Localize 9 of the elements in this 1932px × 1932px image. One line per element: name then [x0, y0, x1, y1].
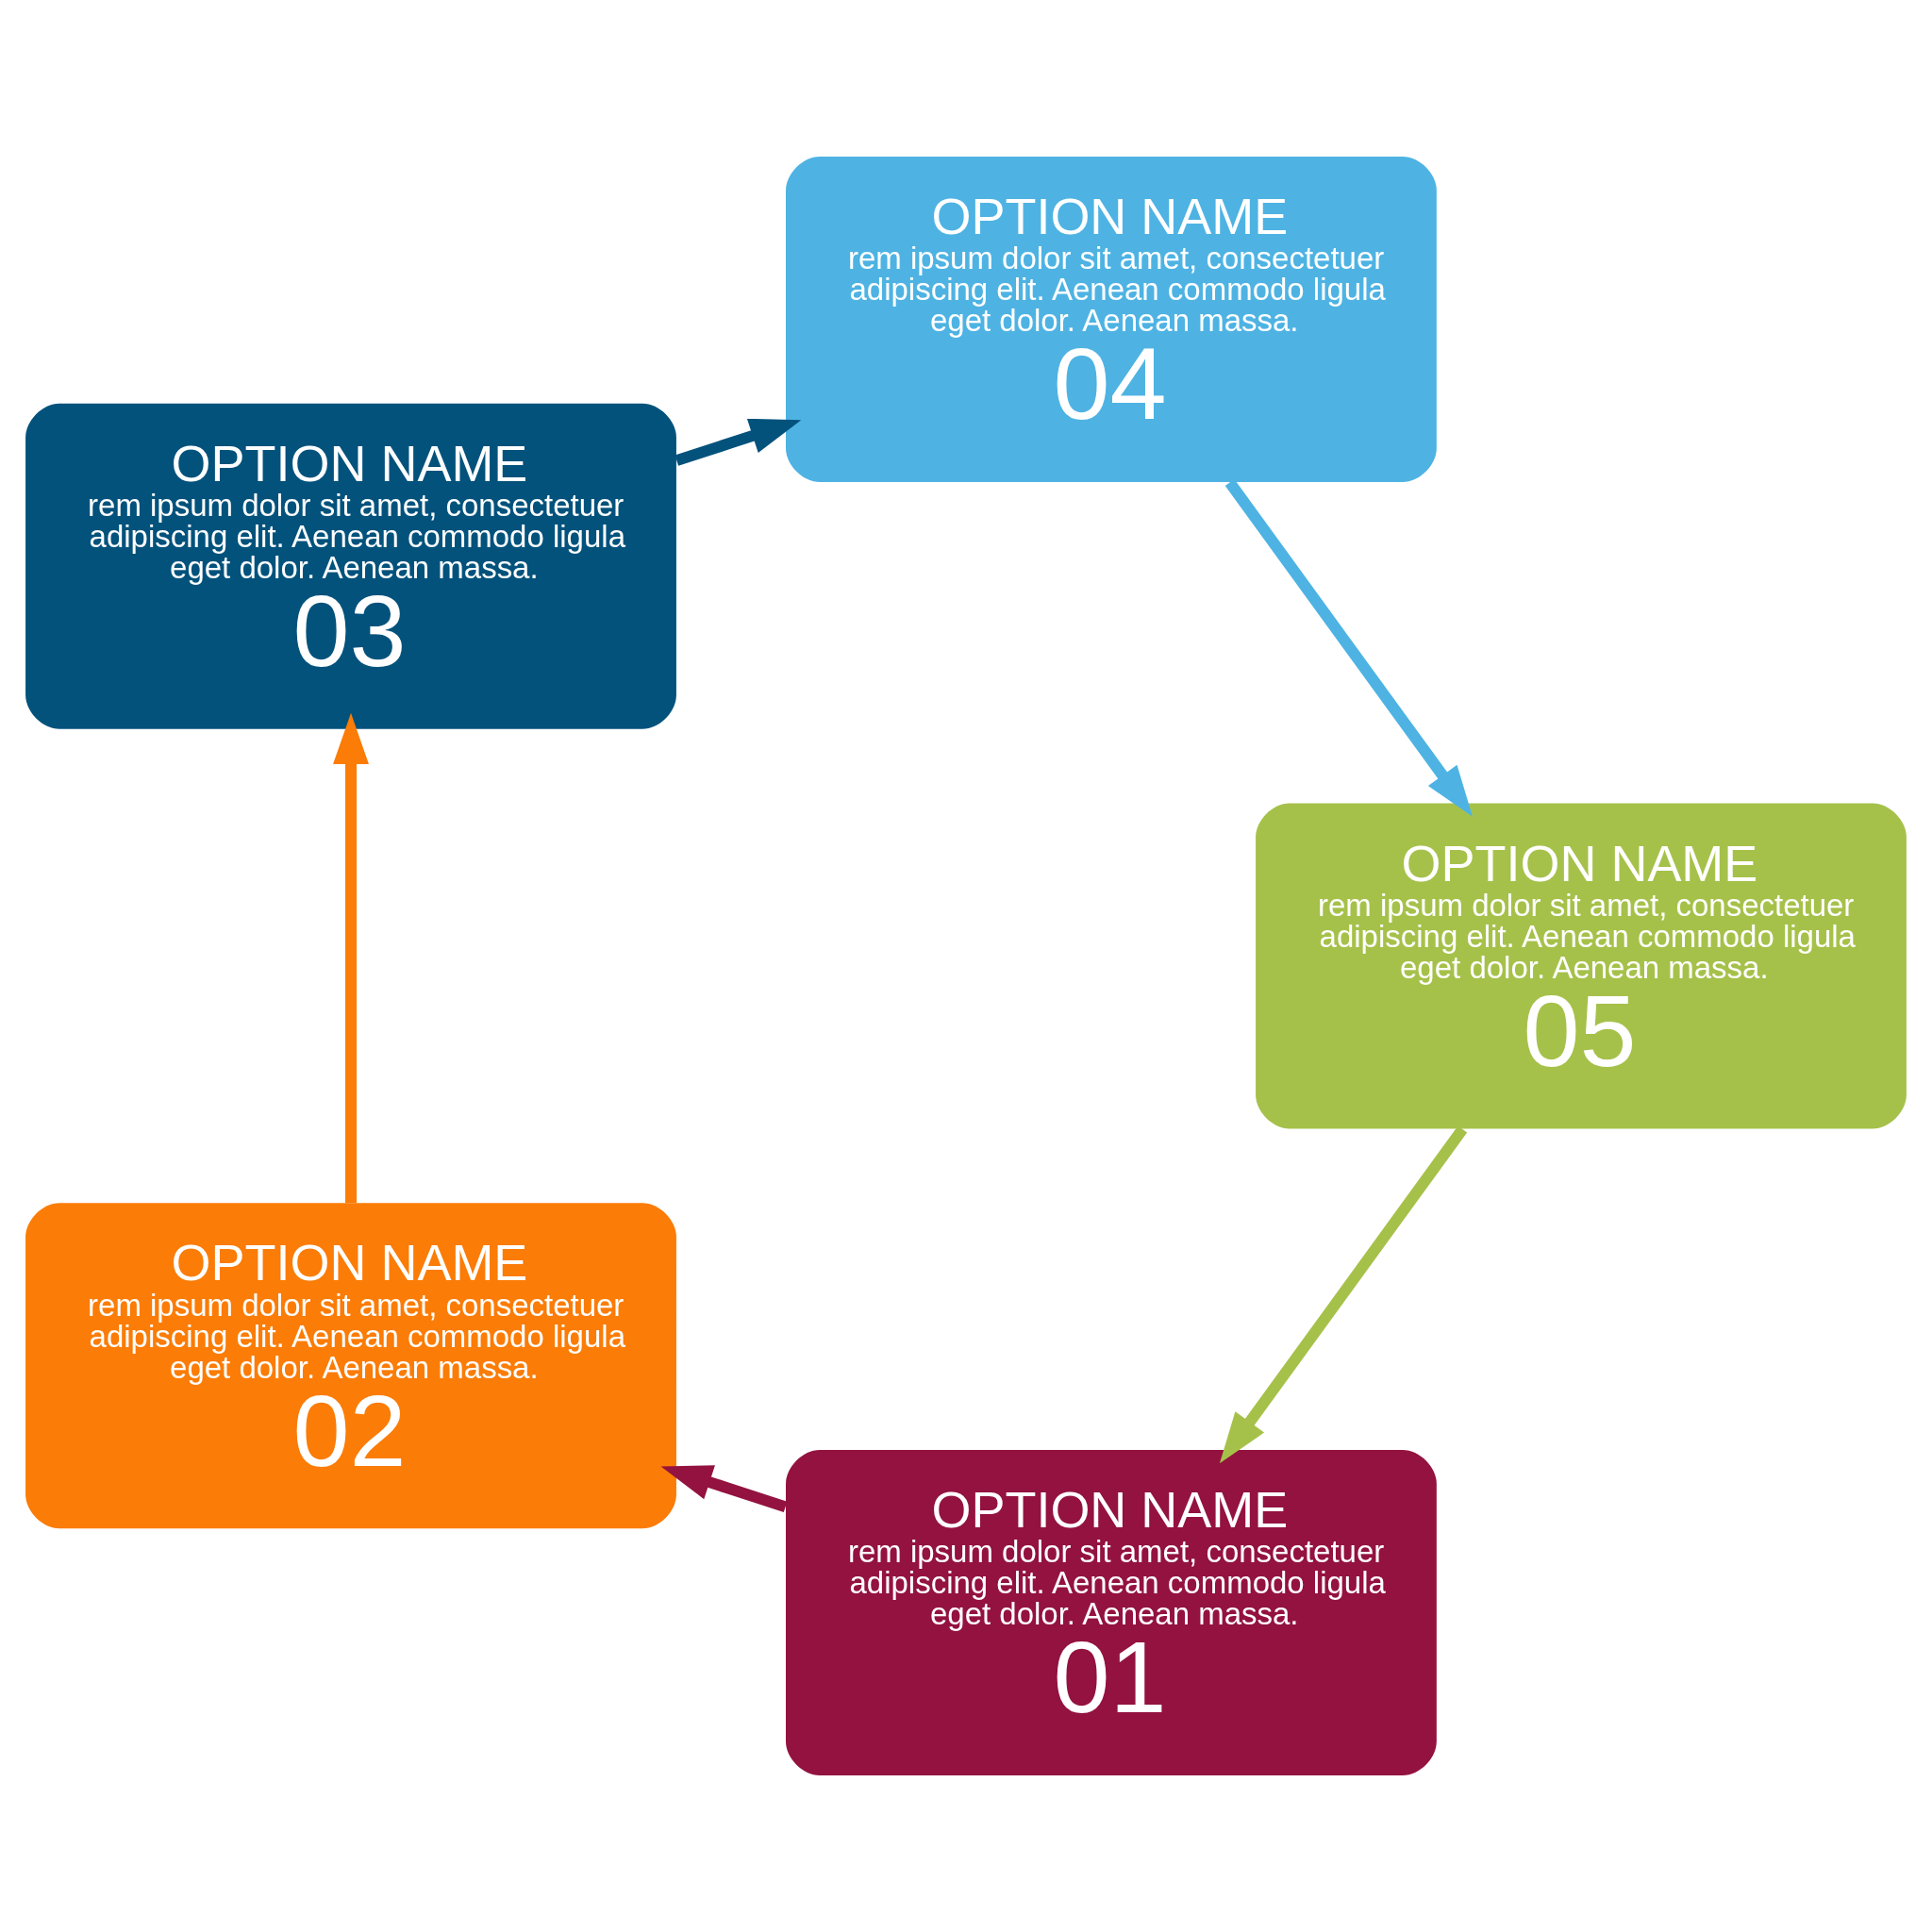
- node-box: OPTION NAME rem ipsum dolor sit amet, consectetuer adipiscing elit. Aenean commodo ligula eget dolor. Aenean massa. 04: [786, 157, 1437, 482]
- arrow: [660, 1465, 788, 1513]
- arrow: [333, 712, 369, 1204]
- node-box: OPTION NAME rem ipsum dolor sit amet, consectetuer adipiscing elit. Aenean commodo ligula eget dolor. Aenean massa. 01: [786, 1450, 1437, 1775]
- node-box: OPTION NAME rem ipsum dolor sit amet, consectetuer adipiscing elit. Aenean commodo ligula eget dolor. Aenean massa. 05: [1256, 803, 1907, 1129]
- arrow: [1219, 1125, 1468, 1464]
- node-box: OPTION NAME rem ipsum dolor sit amet, consectetuer adipiscing elit. Aenean commodo ligula eget dolor. Aenean massa. 02: [25, 1203, 676, 1529]
- node-box: OPTION NAME rem ipsum dolor sit amet, consectetuer adipiscing elit. Aenean commodo ligula eget dolor. Aenean massa. 03: [25, 403, 676, 729]
- arrow: [675, 418, 802, 466]
